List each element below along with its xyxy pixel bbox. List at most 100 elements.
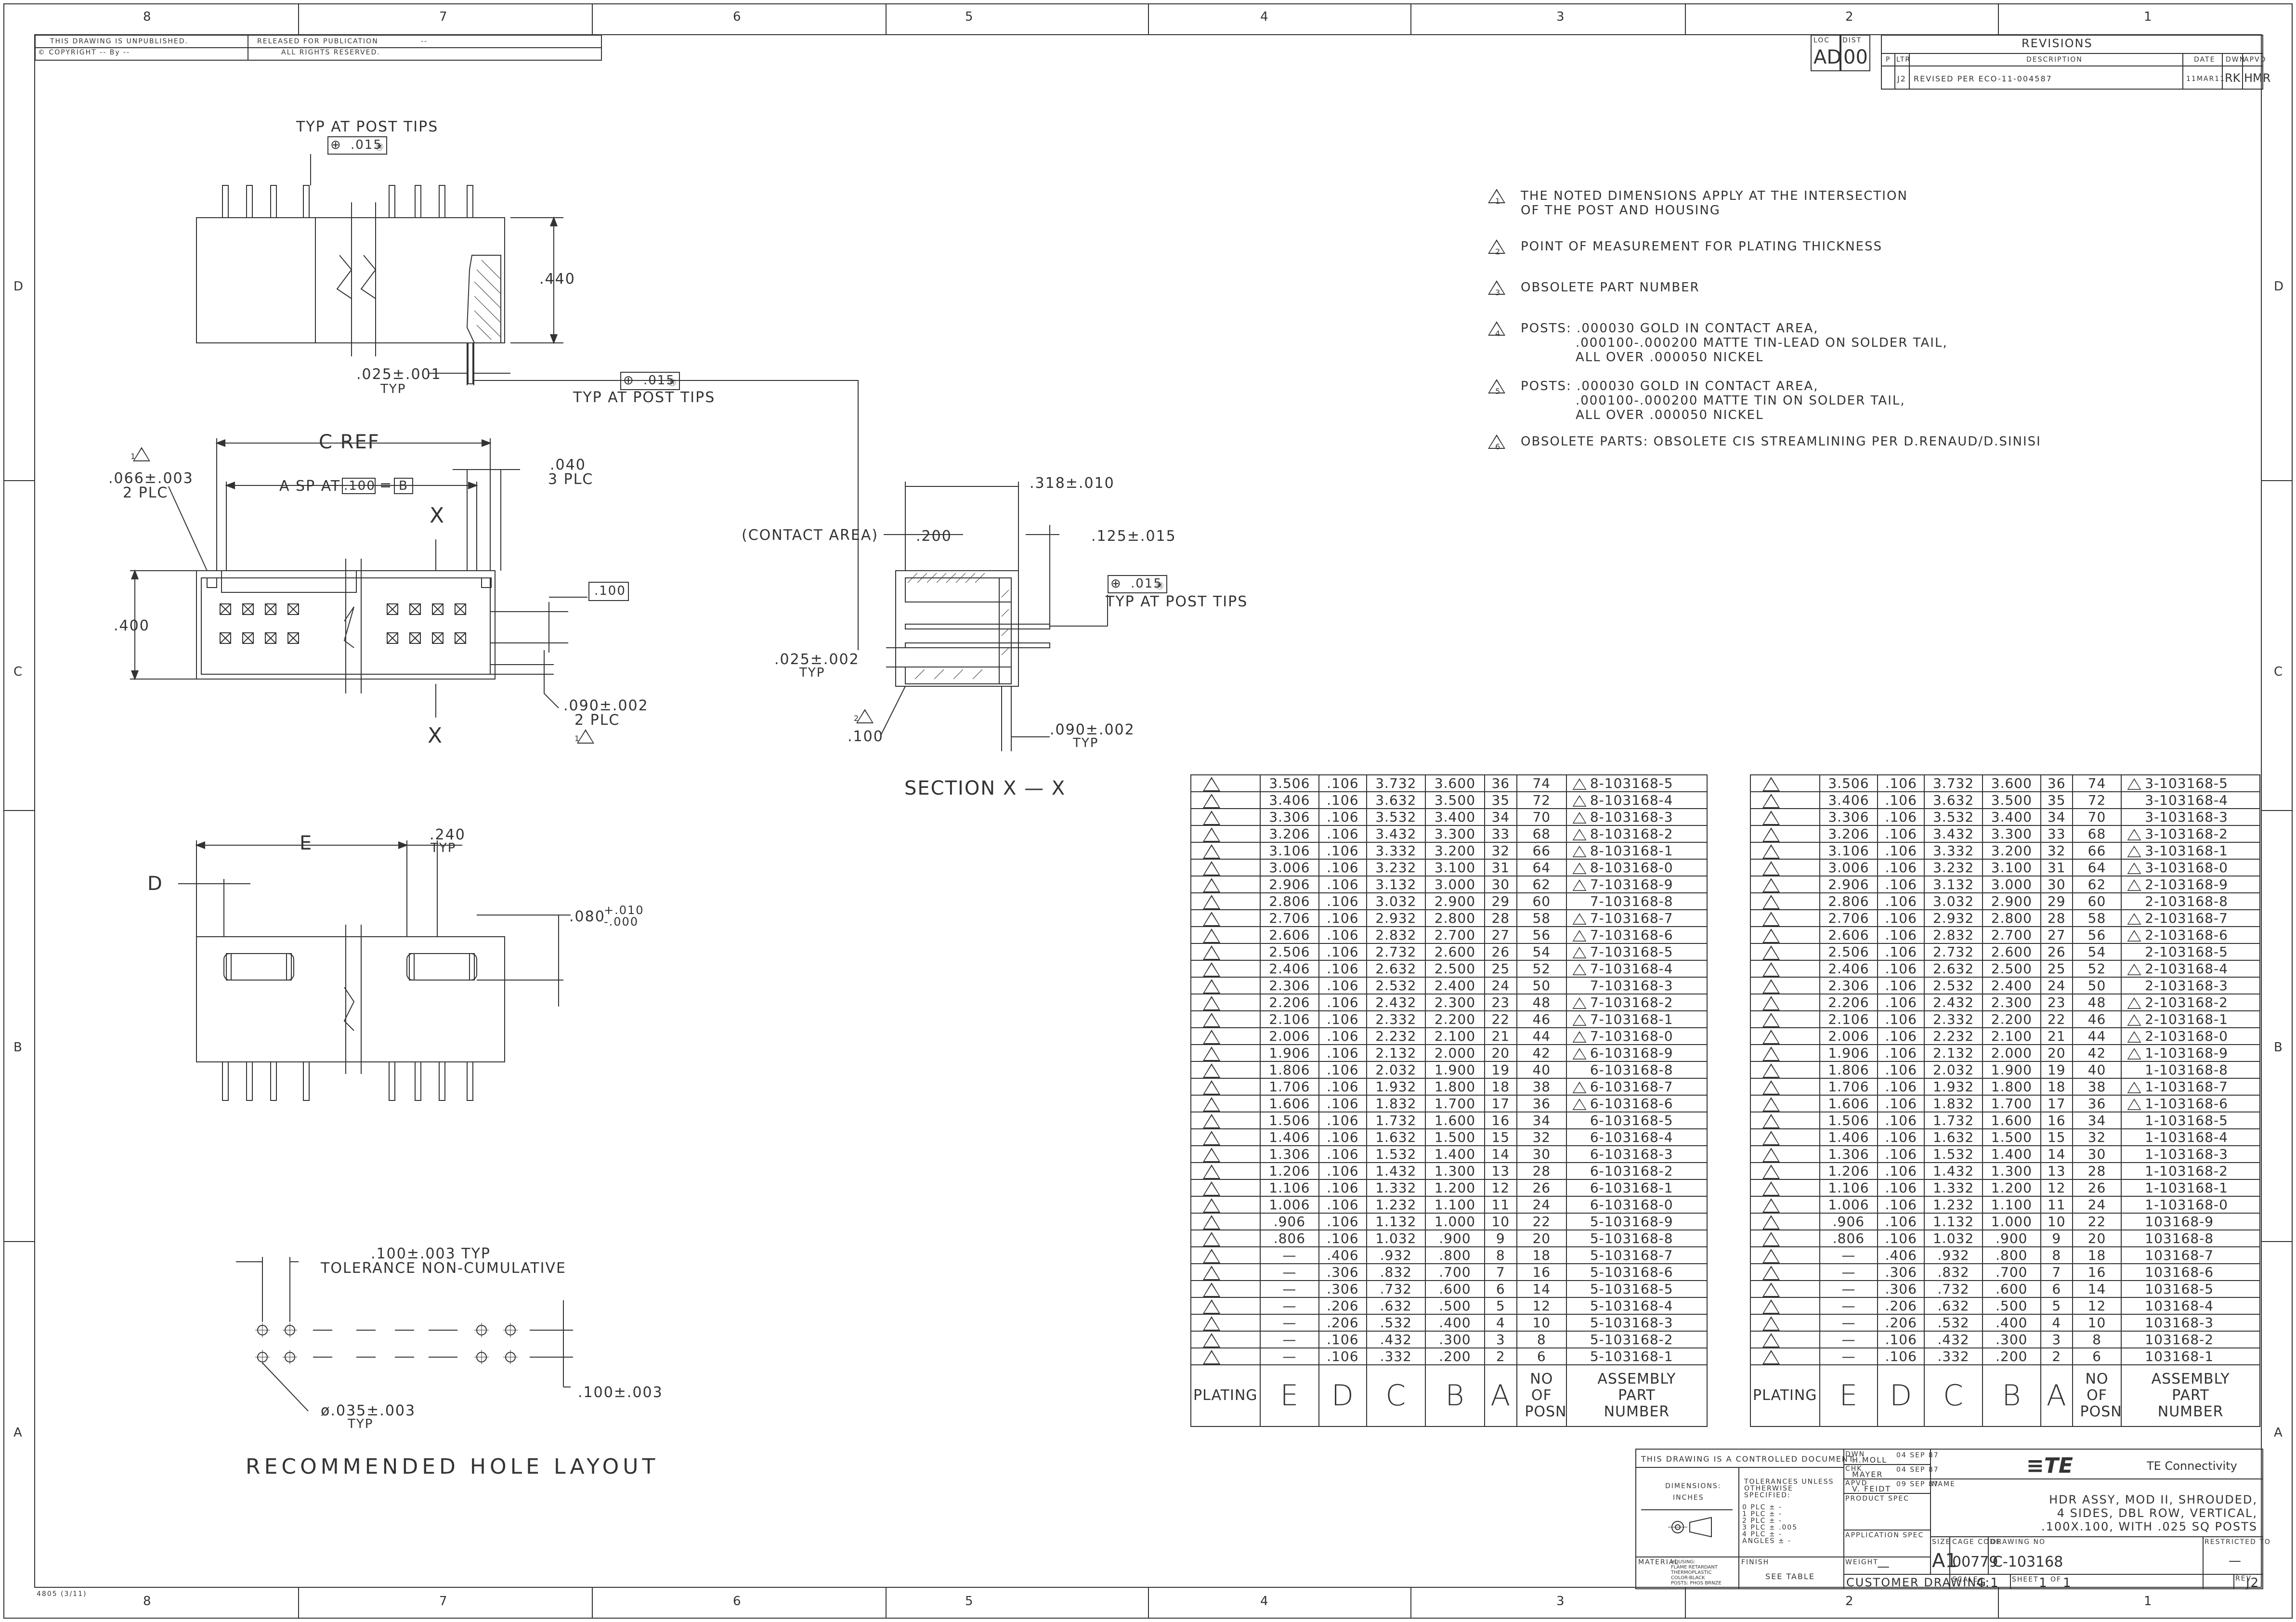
dwn-label: DWN <box>1845 1451 1866 1458</box>
cell-d: .106 <box>1877 1145 1925 1163</box>
cell-d: .306 <box>1877 1280 1925 1298</box>
assembly-part-number: 6-103168-3 <box>1590 1146 1673 1162</box>
assembly-part-number-cell: 2-103168-3 <box>2121 977 2260 994</box>
cell-d: .106 <box>1318 1027 1367 1045</box>
pin-square <box>432 632 444 644</box>
plating-cell: 4 <box>1750 1179 1820 1197</box>
cell-n: 48 <box>2072 994 2122 1011</box>
plating-cell: 4 <box>1750 1263 1820 1281</box>
obsolete-mark: 6 <box>2126 994 2145 1010</box>
cell-n: 50 <box>2072 977 2122 994</box>
cell-c: 2.232 <box>1924 1027 1983 1045</box>
obsolete-triangle-icon <box>2127 1048 2141 1060</box>
cell-e: 2.106 <box>1259 1010 1320 1028</box>
plating-cell: 5 <box>1190 892 1261 910</box>
cell-c: .832 <box>1924 1263 1983 1281</box>
plating-cell: 4 <box>1750 842 1820 860</box>
note-flag: 4 <box>1488 321 1505 338</box>
cell-b: 2.500 <box>1425 960 1485 978</box>
cell-n: 40 <box>1516 1061 1567 1079</box>
weight-value: — <box>1877 1559 1891 1574</box>
copyright-text: © COPYRIGHT -- By -- <box>38 49 130 56</box>
cell-d: .106 <box>1318 1145 1367 1163</box>
mmc-icon: Ⓜ <box>376 143 385 152</box>
cell-c: 2.132 <box>1924 1044 1983 1062</box>
cell-n: 28 <box>2072 1162 2122 1180</box>
cell-a: 29 <box>2040 892 2073 910</box>
pin-square <box>455 603 466 615</box>
assembly-part-number: 5-103168-5 <box>1590 1281 1673 1297</box>
product-spec-label: PRODUCT SPEC <box>1845 1495 1909 1503</box>
dist-label: DIST <box>1842 37 1862 44</box>
plating-cell: 4 <box>1750 1246 1820 1264</box>
column-label-top: 3 <box>1556 10 1565 24</box>
note-flag: 5 <box>1488 379 1505 396</box>
obsolete-mark: 6 <box>1571 1011 1590 1027</box>
assembly-part-number: 103168-5 <box>2145 1281 2214 1297</box>
plating-triangle-icon <box>1203 1013 1220 1027</box>
cell-e: — <box>1819 1280 1879 1298</box>
sheet-label: SHEET <box>2012 1576 2039 1583</box>
note-number: 3 <box>1495 288 1501 297</box>
dim-100-section: .100 <box>848 728 884 745</box>
plating-triangle-icon <box>1203 1266 1220 1280</box>
side-pin <box>270 1061 277 1101</box>
plating-cell: 4 <box>1750 876 1820 893</box>
plating-triangle-icon <box>1203 844 1220 859</box>
cell-c: 3.632 <box>1924 791 1983 809</box>
side-view <box>178 840 571 1101</box>
assembly-part-number: 103168-8 <box>2145 1230 2214 1246</box>
released-text: RELEASED FOR PUBLICATION <box>257 38 378 45</box>
note-flag: 6 <box>1488 434 1505 451</box>
plc-line: 0 PLC ± - <box>1742 1504 1783 1511</box>
obsolete-mark: 6 <box>2126 843 2145 859</box>
cell-e: 3.106 <box>1819 842 1879 860</box>
cell-e: 3.206 <box>1259 825 1320 843</box>
cell-d: .106 <box>1318 842 1367 860</box>
cell-n: 54 <box>2072 943 2122 961</box>
cell-c: 2.532 <box>1924 977 1983 994</box>
plating-cell: 5 <box>1190 808 1261 826</box>
cell-n: 12 <box>2072 1297 2122 1315</box>
cell-e: 3.406 <box>1259 791 1320 809</box>
note-number: 4 <box>1495 329 1501 338</box>
cell-e: 1.106 <box>1259 1179 1320 1197</box>
obsolete-triangle-icon <box>2127 879 2141 891</box>
assembly-part-number: 8-103168-2 <box>1590 826 1673 842</box>
rev-label: REV <box>2235 1575 2252 1583</box>
name-line: .100X.100, WITH .025 SQ POSTS <box>2041 1520 2257 1533</box>
cell-b: 2.400 <box>1982 977 2041 994</box>
assembly-part-number: 5-103168-6 <box>1590 1264 1673 1280</box>
cell-a: 2 <box>1484 1347 1517 1365</box>
cell-d: .106 <box>1318 774 1367 792</box>
cell-n: 6 <box>1516 1347 1567 1365</box>
plating-cell: 5 <box>1190 1196 1261 1214</box>
row-label-left: A <box>13 1426 23 1440</box>
cell-e: 3.406 <box>1819 791 1879 809</box>
cell-c: 2.732 <box>1366 943 1426 961</box>
assembly-part-number-cell: 3-103168-3 <box>2121 808 2260 826</box>
cell-b: 3.000 <box>1982 876 2041 893</box>
revisions-block: LOC AD DIST 00 REVISIONS P LTR DESCRIPTI… <box>1811 35 2270 90</box>
plating-triangle-icon <box>1203 912 1220 926</box>
plating-cell: 5 <box>1190 926 1261 944</box>
note-flag-number: 1 <box>574 734 581 743</box>
plating-cell: 4 <box>1750 1095 1820 1112</box>
controlled-text: THIS DRAWING IS A CONTROLLED DOCUMENT. <box>1641 1454 1857 1464</box>
cell-b: 1.500 <box>1982 1128 2041 1146</box>
plc-line: 3 PLC ± .005 <box>1742 1524 1798 1531</box>
side-pin <box>389 1061 395 1101</box>
cell-a: 23 <box>2040 994 2073 1011</box>
pin-square <box>455 632 466 644</box>
plating-cell: 5 <box>1190 977 1261 994</box>
column-label-bottom: 3 <box>1556 1594 1565 1609</box>
cell-c: 2.632 <box>1924 960 1983 978</box>
